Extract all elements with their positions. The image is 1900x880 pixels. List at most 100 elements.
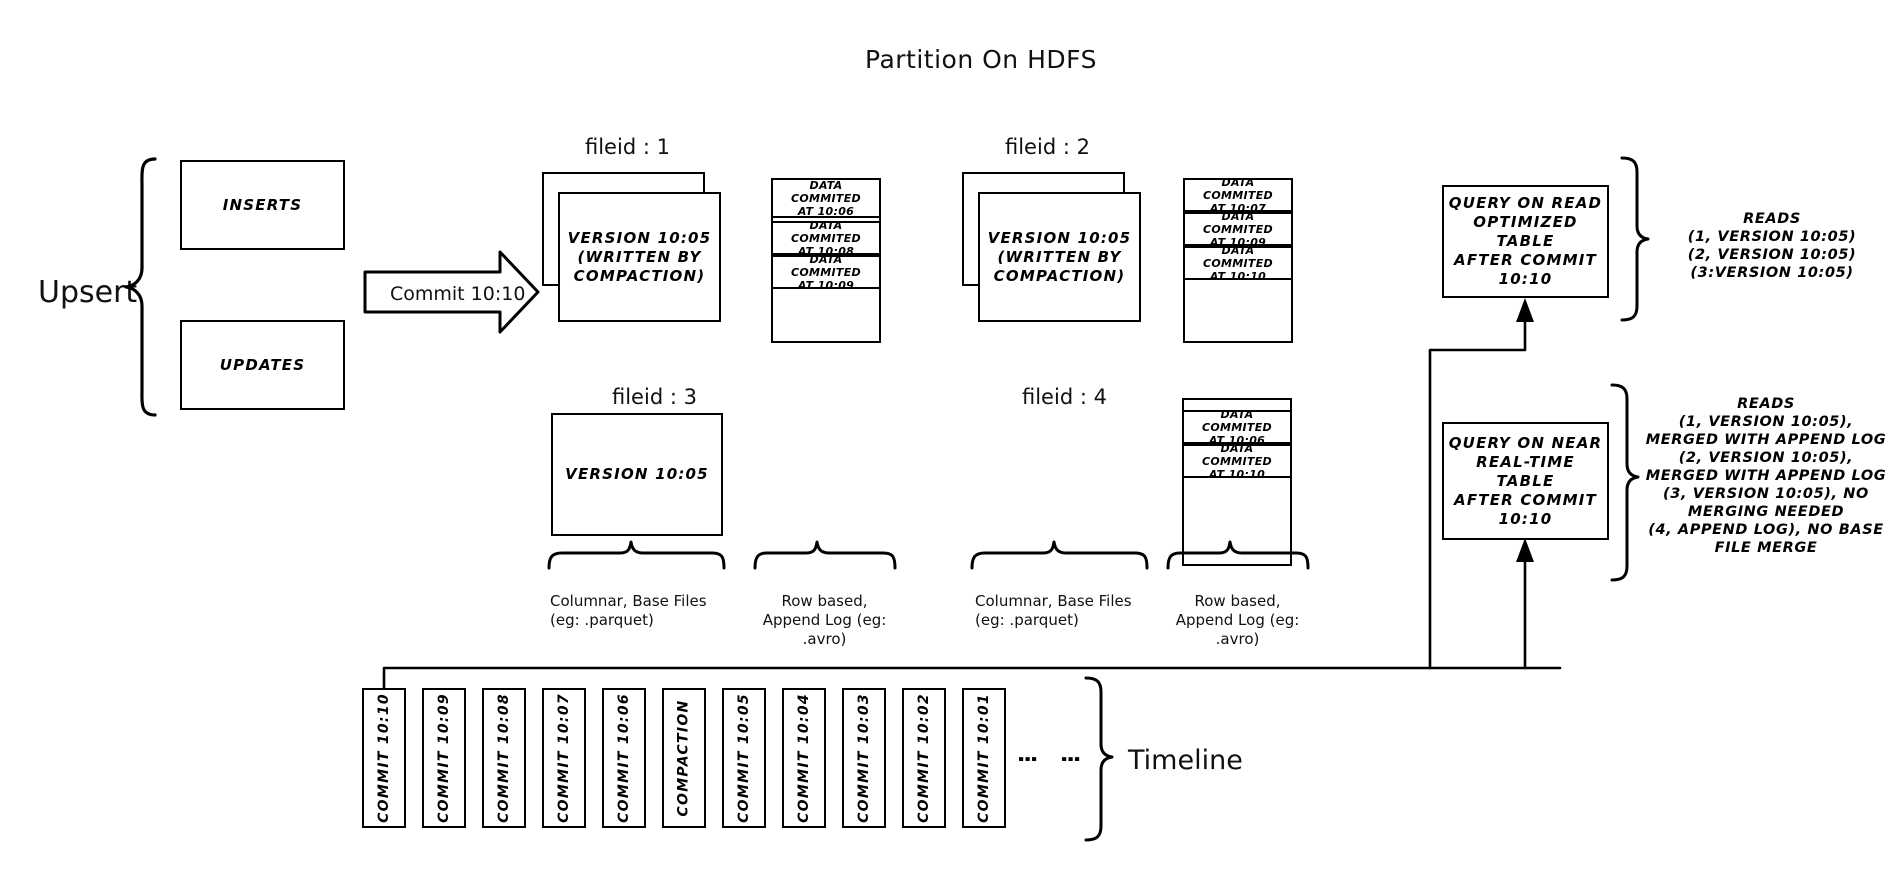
timeline-item-label: COMMIT 10:01 (976, 693, 992, 823)
log-entry-line2: AT 10:07 (1209, 201, 1267, 215)
reads-brace-read-optimized (1620, 156, 1650, 322)
caption-line2: Append Log (eg: (762, 611, 887, 629)
log-entry-line1: DATA COMMITED (791, 252, 861, 279)
timeline-item-label: COMMIT 10:05 (736, 693, 752, 823)
caption-line1: Columnar, Base Files (550, 592, 707, 610)
fileid-2-base-file[interactable]: VERSION 10:05 (WRITTEN BY COMPACTION) (978, 192, 1141, 322)
log-entry-line1: DATA COMMITED (1202, 441, 1272, 468)
reads-line-1: MERGED WITH APPEND LOG (1645, 432, 1887, 448)
reads-line-4: (3, VERSION 10:05), NO (1663, 486, 1869, 502)
columnar-base-files-caption-right: Columnar, Base Files (eg: .parquet) (975, 592, 1155, 630)
fileid-3-base-file[interactable]: VERSION 10:05 (551, 413, 723, 536)
caption-line3: .avro) (802, 630, 847, 648)
query-near-real-time-box[interactable]: QUERY ON NEAR REAL-TIME TABLE AFTER COMM… (1442, 422, 1609, 540)
log-entry-line1: DATA COMMITED (1203, 243, 1273, 270)
caption-line3: .avro) (1215, 630, 1260, 648)
fileid-4-log-entry-1[interactable]: DATA COMMITED AT 10:10 (1182, 441, 1292, 481)
timeline-item-label: COMPACTION (676, 699, 693, 817)
log-entry-line1: DATA COMMITED (791, 178, 861, 205)
query-ro-line4: 10:10 (1498, 270, 1553, 288)
columnar-base-files-caption-left: Columnar, Base Files (eg: .parquet) (550, 592, 730, 630)
upsert-label: Upsert (38, 275, 138, 310)
fileid-2-base-line1: VERSION 10:05 (987, 228, 1132, 247)
query-read-optimized-box[interactable]: QUERY ON READ OPTIMIZED TABLE AFTER COMM… (1442, 185, 1609, 298)
log-entry-line1: DATA COMMITED (1202, 407, 1272, 434)
commit-arrow-label: Commit 10:10 (390, 283, 526, 305)
query-nrt-line2: REAL-TIME TABLE (1476, 452, 1575, 490)
arrowhead-read-optimized (1516, 298, 1534, 322)
reads-line-7: FILE MERGE (1714, 540, 1818, 556)
log-entry-line2: AT 10:09 (797, 278, 855, 292)
fileid-2-log-entry-1[interactable]: DATA COMMITED AT 10:09 (1183, 209, 1293, 249)
timeline-ellipsis-1: ⋮ (1014, 748, 1039, 770)
caption-line1: Row based, (781, 592, 868, 610)
log-entry-line1: DATA COMMITED (1203, 175, 1273, 202)
log-entry-line1: DATA COMMITED (1203, 209, 1273, 236)
fileid-3-base-line1: VERSION 10:05 (565, 465, 709, 483)
timeline-item-0[interactable]: COMMIT 10:10 (362, 688, 406, 828)
reads-line-2: (2, VERSION 10:05), (1678, 450, 1854, 466)
reads-line-0: (1, VERSION 10:05), (1678, 414, 1854, 430)
caption-line1: Row based, (1194, 592, 1281, 610)
append-log-caption-left: Row based, Append Log (eg: .avro) (752, 592, 897, 649)
fileid-1-log-entry-0[interactable]: DATA COMMITED AT 10:06 (771, 178, 881, 218)
timeline-item-label: COMMIT 10:03 (856, 693, 872, 823)
fileid-1-log-entry-2[interactable]: DATA COMMITED AT 10:09 (771, 252, 881, 292)
inserts-box[interactable]: INSERTS (180, 160, 345, 250)
reads-line-5: MERGING NEEDED (1687, 504, 1845, 520)
query-ro-line1: QUERY ON READ (1448, 194, 1603, 212)
reads-line-2: (3:VERSION 10:05) (1690, 265, 1854, 281)
timeline-item-label: COMMIT 10:10 (376, 693, 392, 823)
fileid-1-base-file[interactable]: VERSION 10:05 (WRITTEN BY COMPACTION) (558, 192, 721, 322)
caption-line2: Append Log (eg: (1175, 611, 1300, 629)
fileid-2-label: fileid : 2 (1005, 135, 1090, 159)
log-entry-line2: AT 10:10 (1208, 467, 1266, 481)
timeline-item-3[interactable]: COMMIT 10:07 (542, 688, 586, 828)
columnar-brace-left (547, 540, 726, 570)
timeline-item-label: COMMIT 10:04 (796, 693, 812, 823)
timeline-item-7[interactable]: COMMIT 10:04 (782, 688, 826, 828)
timeline-item-5[interactable]: COMPACTION (662, 688, 706, 828)
log-entry-line2: AT 10:10 (1209, 269, 1267, 283)
timeline-ellipsis-2: ⋮ (1057, 748, 1082, 770)
reads-title: READS (1743, 211, 1801, 227)
reads-line-6: (4, APPEND LOG), NO BASE (1648, 522, 1884, 538)
caption-line1: Columnar, Base Files (975, 592, 1132, 610)
fileid-4-log-entry-0[interactable]: DATA COMMITED AT 10:06 (1182, 407, 1292, 447)
fileid-1-base-line2: (WRITTEN BY (577, 247, 702, 266)
reads-near-real-time: READS (1, VERSION 10:05), MERGED WITH AP… (1638, 395, 1894, 557)
query-nrt-line1: QUERY ON NEAR (1448, 433, 1603, 452)
timeline-item-label: COMMIT 10:07 (556, 693, 572, 823)
reads-line-0: (1, VERSION 10:05) (1687, 229, 1857, 245)
query-ro-line2: OPTIMIZED TABLE (1473, 213, 1578, 250)
timeline-item-8[interactable]: COMMIT 10:03 (842, 688, 886, 828)
fileid-1-log-entry-1[interactable]: DATA COMMITED AT 10:08 (771, 219, 881, 258)
arrowhead-near-real-time (1516, 538, 1534, 562)
reads-brace-near-real-time (1610, 383, 1640, 582)
append-log-caption-right: Row based, Append Log (eg: .avro) (1165, 592, 1310, 649)
columnar-brace-right (970, 540, 1149, 570)
fileid-2-base-line2: (WRITTEN BY (997, 247, 1122, 266)
timeline-item-9[interactable]: COMMIT 10:02 (902, 688, 946, 828)
timeline-item-2[interactable]: COMMIT 10:08 (482, 688, 526, 828)
fileid-2-log-entry-2[interactable]: DATA COMMITED AT 10:10 (1183, 243, 1293, 283)
reads-title: READS (1737, 396, 1795, 412)
caption-line2: (eg: .parquet) (975, 611, 1079, 629)
timeline-item-label: COMMIT 10:02 (916, 693, 932, 823)
updates-box[interactable]: UPDATES (180, 320, 345, 410)
fileid-2-log-entry-0[interactable]: DATA COMMITED AT 10:07 (1183, 175, 1293, 215)
updates-label: UPDATES (219, 355, 306, 374)
query-nrt-line4: 10:10 (1498, 509, 1553, 528)
timeline-item-1[interactable]: COMMIT 10:09 (422, 688, 466, 828)
timeline-item-4[interactable]: COMMIT 10:06 (602, 688, 646, 828)
log-entry-line2: AT 10:08 (797, 244, 855, 258)
query-nrt-line3: AFTER COMMIT (1454, 490, 1597, 509)
timeline-item-10[interactable]: COMMIT 10:01 (962, 688, 1006, 828)
reads-line-3: MERGED WITH APPEND LOG (1645, 468, 1887, 484)
query-ro-line3: AFTER COMMIT (1454, 251, 1597, 269)
timeline-item-6[interactable]: COMMIT 10:05 (722, 688, 766, 828)
timeline-connector-main (382, 666, 1562, 690)
caption-line2: (eg: .parquet) (550, 611, 654, 629)
fileid-4-label: fileid : 4 (1022, 385, 1107, 409)
